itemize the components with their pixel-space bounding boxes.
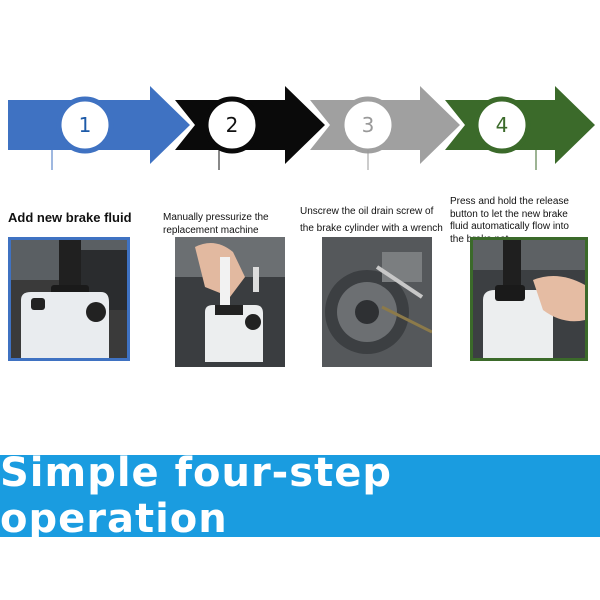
- step-3-caption: Unscrew the oil drain screw of the brake…: [300, 206, 443, 234]
- step-2-circle: [203, 96, 261, 154]
- step-1-pointer: [51, 150, 53, 170]
- step-3-pointer: [367, 150, 369, 170]
- step-4-photo: [470, 237, 588, 361]
- step-2-pointer: [218, 150, 220, 170]
- step-1-circle: [56, 96, 114, 154]
- step-3-number: 3: [362, 113, 375, 137]
- step-1-photo: [8, 237, 130, 361]
- banner-title: Simple four-step operation: [0, 450, 392, 542]
- step-4-circle: [473, 96, 531, 154]
- step-2-photo: [175, 237, 285, 367]
- step-2-caption: Manually pressurize the replacement mach…: [163, 212, 269, 236]
- step-1-caption: Add new brake fluid: [8, 210, 132, 225]
- step-arrows: 1 2 3 4: [8, 86, 595, 170]
- step-1-number: 1: [79, 113, 92, 137]
- title-banner: Simple four-step operation: [0, 450, 600, 542]
- step-3-photo: [322, 237, 432, 367]
- step-2-number: 2: [226, 113, 239, 137]
- step-4-pointer: [535, 150, 537, 170]
- step-4-number: 4: [496, 113, 509, 137]
